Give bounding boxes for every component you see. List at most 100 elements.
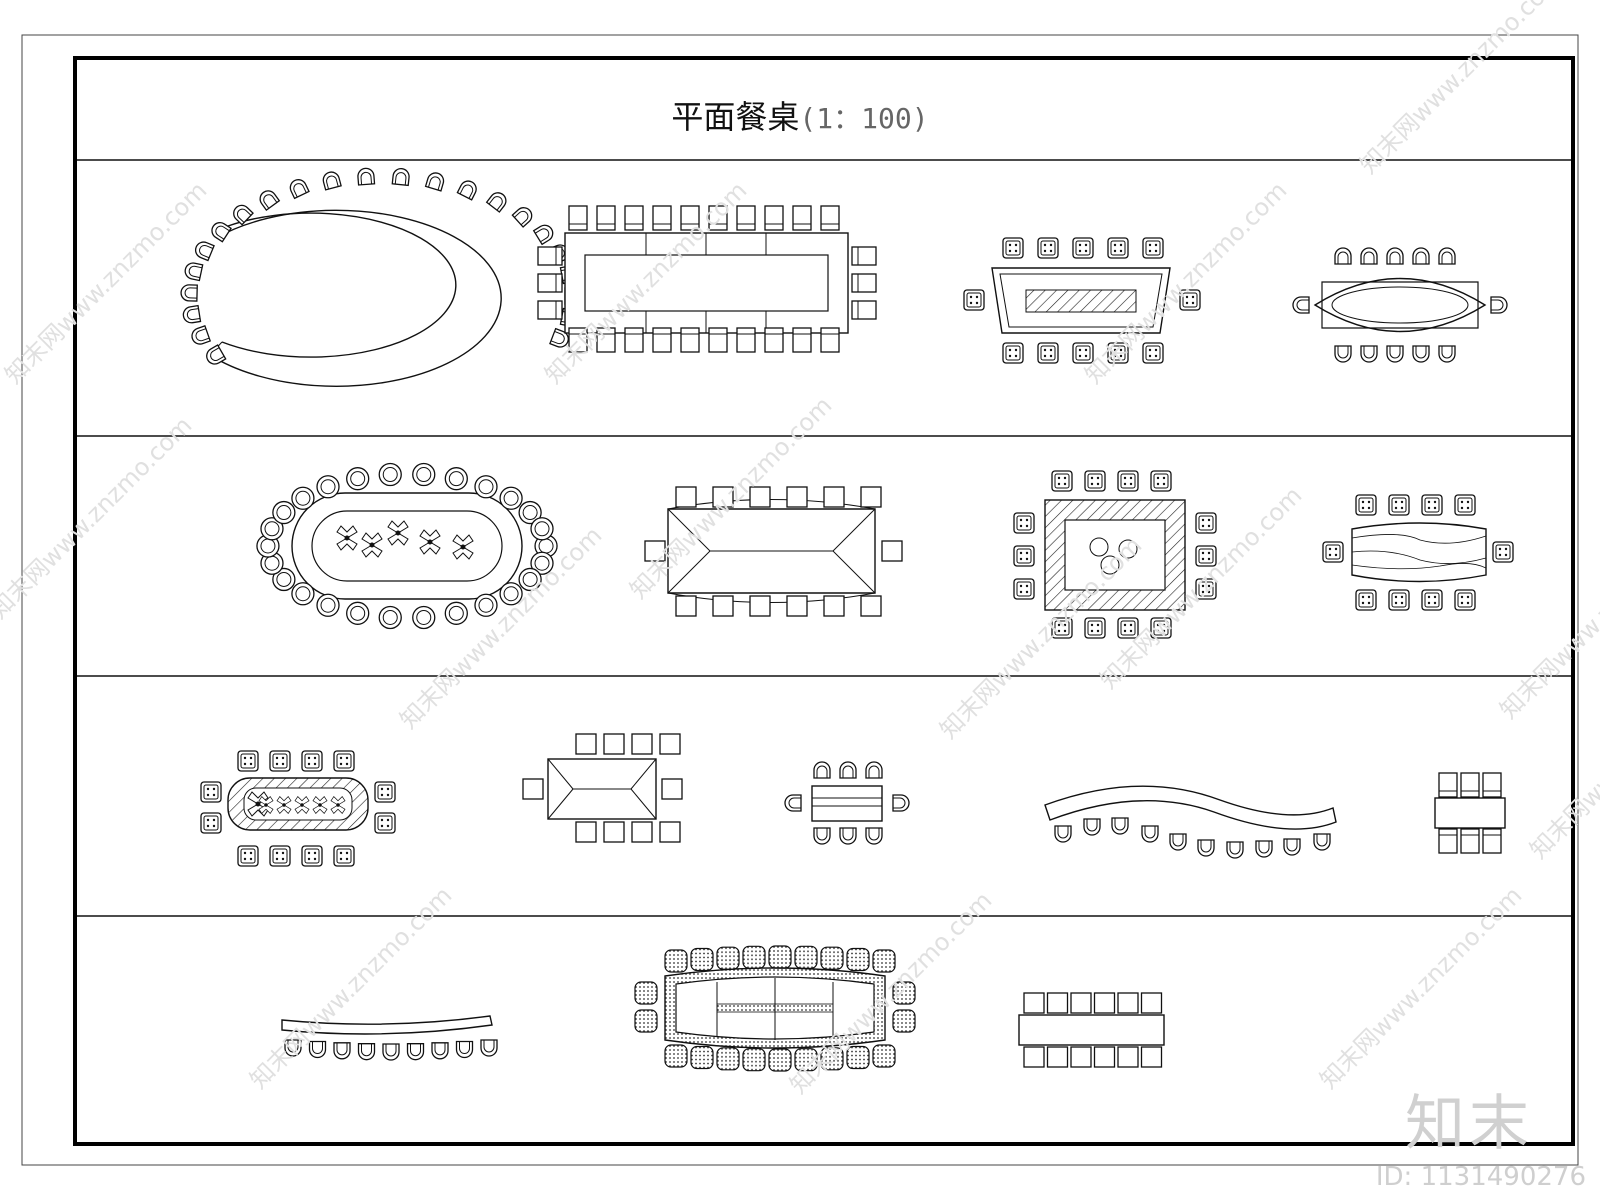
chair — [1002, 342, 1024, 364]
chair — [1360, 247, 1378, 265]
chair — [690, 947, 714, 972]
watermark-logo: 知末 — [1405, 1089, 1533, 1159]
chair — [631, 733, 653, 755]
chair — [1093, 1046, 1116, 1068]
dotted-conference-table — [634, 945, 916, 1072]
chair — [511, 203, 536, 228]
chair — [860, 486, 882, 508]
chair — [1140, 1046, 1163, 1068]
chair — [764, 205, 784, 231]
chair — [301, 845, 323, 867]
chair — [631, 821, 653, 843]
chair — [860, 595, 882, 617]
chair — [575, 733, 597, 755]
chair — [486, 188, 510, 213]
chair — [872, 949, 896, 973]
chair — [1490, 296, 1508, 314]
chair — [1255, 840, 1273, 858]
chair — [708, 327, 728, 353]
chair — [1084, 470, 1106, 492]
drawing-title: 平面餐桌(1：100) — [0, 92, 1600, 138]
chair — [316, 593, 340, 617]
chair — [768, 945, 792, 969]
chair — [1334, 247, 1352, 265]
chair — [301, 750, 323, 772]
chair — [1197, 839, 1215, 857]
chair — [712, 595, 734, 617]
chair — [839, 827, 857, 845]
chair — [792, 327, 812, 353]
chair — [865, 827, 883, 845]
outer-frame — [21, 34, 1579, 1166]
chair — [378, 462, 402, 487]
chair — [200, 812, 222, 834]
chair — [675, 595, 697, 617]
rounded-plant-table — [200, 750, 396, 867]
chair — [624, 327, 644, 353]
chair — [346, 601, 370, 625]
chair — [680, 327, 700, 353]
chair — [455, 1040, 474, 1059]
chair — [1334, 345, 1352, 363]
chair — [256, 187, 280, 211]
watermark-text: 知末网www.znzmo.com — [244, 881, 457, 1094]
chair — [764, 327, 784, 353]
oval-plant-table — [256, 462, 558, 630]
chair — [664, 949, 688, 973]
small-faceted-table — [522, 733, 683, 843]
chair — [1002, 237, 1024, 259]
chair — [183, 260, 204, 282]
chair — [851, 300, 877, 320]
chair — [1355, 589, 1377, 611]
chair — [346, 467, 370, 491]
chair — [1023, 992, 1045, 1014]
chair — [1169, 833, 1187, 851]
wood-grain-table — [1322, 494, 1514, 611]
chair — [424, 170, 447, 192]
chair — [1117, 470, 1139, 492]
chair — [846, 947, 870, 972]
chair — [568, 205, 588, 231]
chair — [659, 821, 681, 843]
chair — [1388, 589, 1410, 611]
chair — [823, 486, 845, 508]
chair — [1046, 1046, 1069, 1068]
chair — [892, 1009, 916, 1033]
watermark-text: 知末网www.znzmo.com — [0, 411, 197, 624]
chair — [652, 205, 672, 231]
chair — [736, 205, 756, 231]
chair — [320, 169, 342, 191]
chair — [1386, 345, 1404, 363]
chair — [237, 845, 259, 867]
watermark-text: 知末网www.znzmo.com — [1314, 881, 1527, 1094]
chair — [1421, 589, 1443, 611]
chair — [1386, 247, 1404, 265]
chair — [1051, 470, 1073, 492]
chair — [229, 201, 254, 226]
chair — [1292, 296, 1310, 314]
chair — [1388, 494, 1410, 516]
chair — [412, 462, 436, 487]
chair — [1454, 589, 1476, 611]
faceted-table — [644, 486, 903, 617]
chair — [378, 605, 402, 630]
chair — [742, 945, 766, 969]
chair — [272, 500, 296, 525]
chair — [1322, 541, 1344, 563]
chair — [1412, 345, 1430, 363]
chair — [431, 1042, 449, 1060]
chair — [522, 778, 544, 800]
chair — [444, 467, 468, 491]
chair — [603, 733, 625, 755]
chair — [634, 981, 658, 1005]
chair — [374, 812, 396, 834]
chair — [634, 1009, 658, 1033]
chair — [1360, 345, 1378, 363]
chair — [1140, 992, 1163, 1014]
chair — [1460, 772, 1480, 798]
chair — [412, 605, 436, 630]
chair — [382, 1043, 400, 1061]
chair — [1046, 992, 1069, 1014]
chair — [499, 486, 523, 510]
